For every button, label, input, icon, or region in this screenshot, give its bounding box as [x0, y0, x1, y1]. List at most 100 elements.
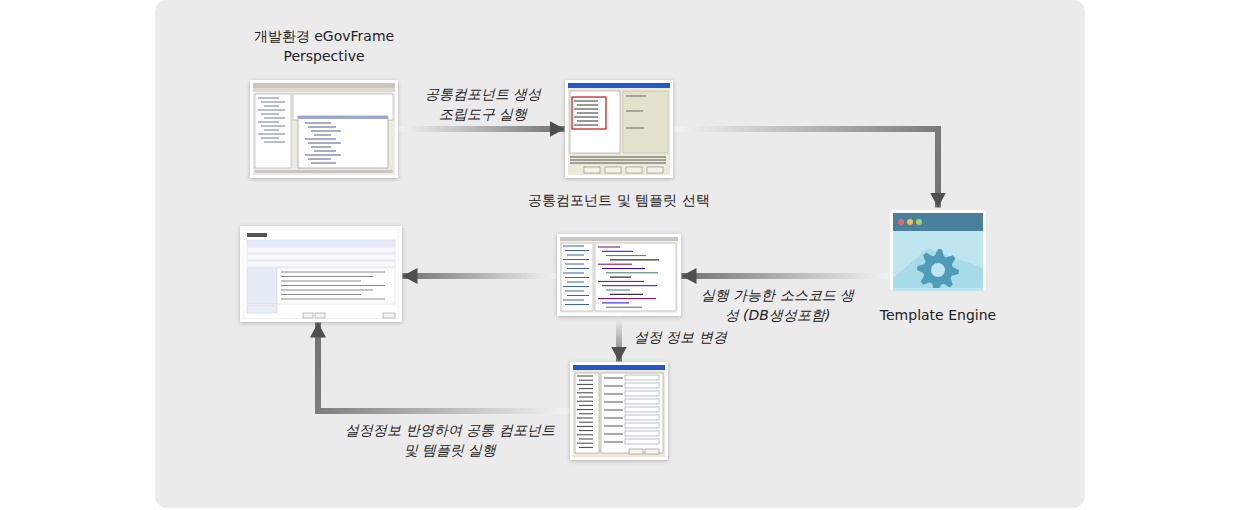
ui-line [264, 106, 279, 107]
ui-line [602, 251, 633, 252]
ui-line [604, 378, 623, 379]
ui-line [577, 401, 593, 402]
caption: Template Engine [868, 305, 1008, 325]
ui-line [314, 151, 336, 152]
ui-line [626, 128, 644, 129]
ui-line [311, 131, 341, 132]
ui-block [560, 237, 678, 241]
ui-line [579, 413, 593, 414]
ui-line [308, 127, 336, 128]
ui-block [255, 170, 393, 173]
ui-line [579, 422, 593, 423]
ui-block [575, 373, 599, 453]
ui-block [247, 247, 395, 253]
edge-label: 설정 정보 변경 [634, 327, 754, 347]
ui-line [311, 147, 331, 148]
ui-block [625, 399, 659, 404]
edge-label: 실행 가능한 소스코드 생성 (DB생성포함) [695, 285, 860, 325]
settings-screenshot [570, 362, 668, 460]
ui-line [565, 304, 589, 305]
ui-block [243, 229, 399, 319]
screenshot-illustration [243, 229, 399, 319]
ui-line [604, 402, 623, 403]
ui-line [577, 392, 593, 393]
ui-block [595, 243, 676, 311]
ui-block [645, 449, 659, 454]
ui-line [563, 246, 584, 247]
ui-line [567, 282, 584, 283]
ui-line [281, 276, 373, 277]
ui-line [567, 268, 589, 269]
ui-block [247, 240, 395, 246]
ui-block [293, 94, 393, 120]
ui-line [314, 135, 331, 136]
ide-screenshot: 개발환경 eGovFrame Perspective [250, 80, 398, 178]
ui-line [281, 281, 361, 282]
edge-label: 공통컴포넌트 생성 조립도구 실행 [418, 84, 548, 124]
ui-line [563, 259, 589, 260]
ui-line [602, 302, 629, 303]
ui-line [577, 121, 598, 122]
ui-block [625, 431, 659, 436]
ui-line [604, 418, 623, 419]
ui-line [604, 386, 623, 387]
ui-line [281, 272, 385, 273]
caption: 개발환경 eGovFrame Perspective [242, 26, 407, 66]
ui-line [606, 255, 646, 256]
window-dot [898, 219, 904, 225]
edge-label: 설정정보 반영하여 공통 컴포넌트 및 템플릿 실행 [345, 420, 555, 460]
flow-arrow [403, 273, 558, 279]
ui-line [570, 160, 666, 161]
caption: 공통컴포넌트 및 템플릿 선택 [504, 190, 734, 210]
ui-line [258, 134, 285, 135]
ui-block [625, 407, 659, 412]
ui-block [584, 167, 600, 173]
ui-line [602, 268, 645, 269]
ui-block [303, 313, 313, 318]
ui-line [579, 380, 593, 381]
template-engine-icon: Template Engine [888, 208, 988, 293]
flow-arrow [616, 316, 622, 362]
ui-line [563, 286, 589, 287]
ui-block [605, 167, 621, 173]
ui-line [598, 281, 644, 282]
flow-arrow [673, 129, 938, 208]
ui-line [574, 117, 598, 118]
gear-hole [931, 263, 945, 277]
ui-line [574, 125, 598, 126]
ui-block [253, 88, 395, 92]
ui-block [247, 305, 277, 313]
screenshot-illustration [253, 83, 395, 175]
ui-block [626, 167, 642, 173]
window-frame [890, 210, 986, 291]
ui-block [561, 243, 593, 311]
ui-line [604, 426, 623, 427]
ui-block [298, 116, 388, 119]
ui-line [610, 259, 659, 260]
ui-block [277, 268, 395, 304]
ui-line [567, 295, 589, 296]
ui-line [598, 298, 656, 299]
ui-block [568, 83, 670, 175]
ui-line [579, 430, 593, 431]
ui-line [606, 307, 642, 308]
ui-line [579, 447, 593, 448]
ui-line [579, 388, 593, 389]
ui-line [261, 138, 279, 139]
selection-screenshot: 공통컴포넌트 및 템플릿 선택 [565, 80, 673, 178]
ui-block [568, 83, 670, 88]
flow-arrow [318, 323, 570, 412]
panel [155, 0, 1085, 508]
ui-line [598, 264, 632, 265]
ui-line [565, 264, 584, 265]
ui-line [579, 405, 593, 406]
ui-line [604, 410, 623, 411]
ui-line [264, 118, 285, 119]
ui-block [570, 91, 620, 153]
ui-block [247, 254, 395, 260]
ui-line [264, 142, 285, 143]
ui-block [625, 383, 659, 388]
ui-line [574, 101, 598, 102]
ui-line [577, 409, 593, 410]
